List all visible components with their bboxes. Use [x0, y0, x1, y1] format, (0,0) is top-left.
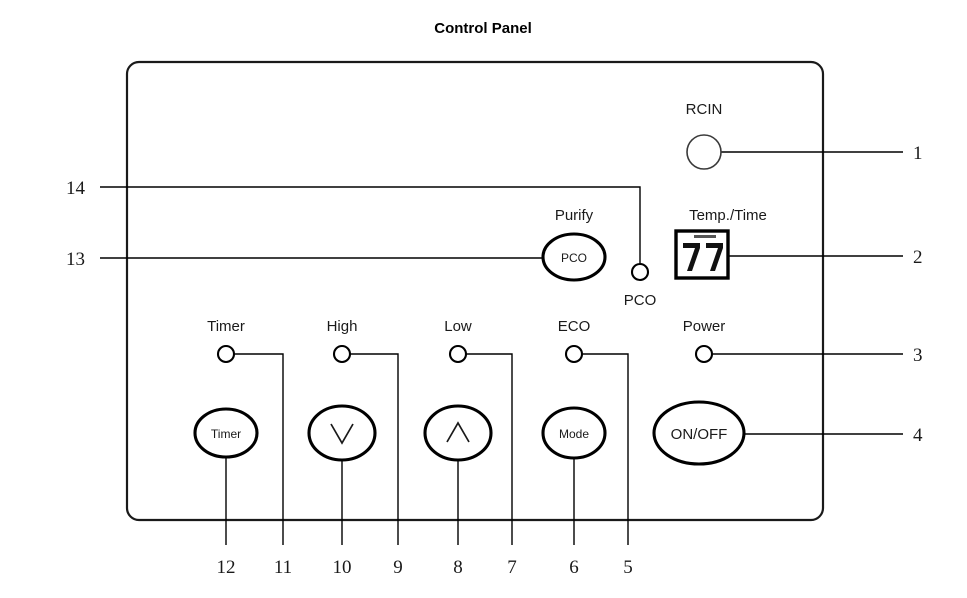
- panel-outline: [125, 60, 825, 522]
- page-title: Control Panel: [434, 20, 532, 37]
- callout-1: 1: [913, 143, 923, 164]
- timer-button[interactable]: [193, 407, 259, 459]
- temp-time-label: Temp./Time: [689, 207, 767, 224]
- callout-6: 6: [569, 557, 579, 578]
- down-button[interactable]: [307, 404, 377, 462]
- up-button[interactable]: [423, 404, 493, 462]
- indicator-led-power: [694, 344, 714, 364]
- pco-led-label: PCO: [624, 292, 657, 309]
- callout-12: 12: [217, 557, 236, 578]
- purify-label: Purify: [555, 207, 594, 224]
- callout-11: 11: [274, 557, 292, 578]
- callout-10: 10: [333, 557, 352, 578]
- chevron-down-icon: [330, 423, 354, 445]
- indicator-led-low: [448, 344, 468, 364]
- callout-13: 13: [66, 249, 85, 270]
- display-top-bar: [694, 235, 716, 238]
- display-digit-left: [683, 243, 700, 271]
- callout-7: 7: [507, 557, 517, 578]
- indicator-led-eco: [564, 344, 584, 364]
- callout-4: 4: [913, 425, 923, 446]
- display-digit-right: [706, 243, 723, 271]
- indicator-led-high: [332, 344, 352, 364]
- leader-line-9: [342, 353, 399, 545]
- mode-button[interactable]: [541, 406, 607, 460]
- leader-line-7: [458, 353, 513, 545]
- leader-line-5: [574, 353, 629, 545]
- leader-line-11: [226, 353, 284, 545]
- timer-button-label: Timer: [211, 427, 241, 441]
- callout-14: 14: [66, 178, 86, 199]
- indicator-label-power: Power: [683, 318, 726, 335]
- indicator-label-eco: ECO: [558, 318, 591, 335]
- callout-2: 2: [913, 247, 923, 268]
- callout-5: 5: [623, 557, 633, 578]
- callout-9: 9: [393, 557, 403, 578]
- mode-button-label: Mode: [559, 427, 589, 441]
- on-off-button-label: ON/OFF: [671, 426, 728, 443]
- temp-time-display: 77: [674, 229, 730, 280]
- chevron-up-icon: [446, 421, 470, 443]
- rcin-receiver-icon: [686, 134, 722, 170]
- indicator-label-low: Low: [444, 318, 472, 335]
- leader-line-14: [100, 186, 641, 268]
- pco-button[interactable]: [541, 232, 607, 282]
- pco-led: [630, 262, 650, 282]
- callout-8: 8: [453, 557, 463, 578]
- on-off-button[interactable]: [652, 400, 746, 466]
- indicator-label-timer: Timer: [207, 318, 245, 335]
- pco-button-label: PCO: [561, 251, 587, 265]
- indicator-led-timer: [216, 344, 236, 364]
- indicator-label-high: High: [327, 318, 358, 335]
- rcin-label: RCIN: [686, 101, 723, 118]
- callout-3: 3: [913, 345, 923, 366]
